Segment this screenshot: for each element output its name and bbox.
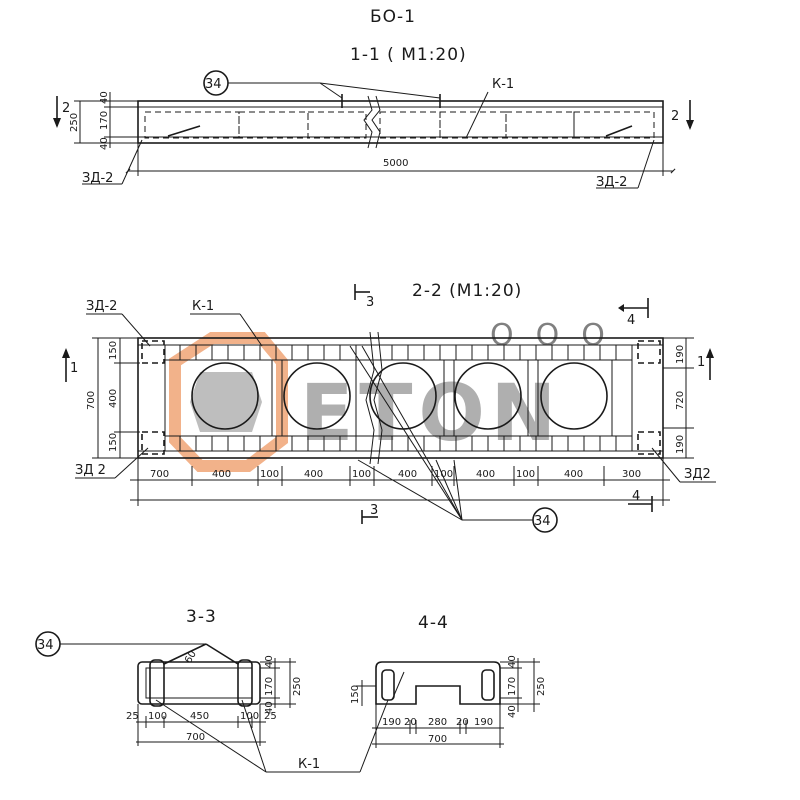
svg-text:1: 1 (70, 361, 78, 376)
svg-text:250: 250 (69, 113, 80, 132)
frame-label-k1: К-1 (492, 77, 514, 92)
section-3-3: 3-3 60 34 40 170 250 40 (35, 607, 303, 746)
callout-34: 34 (205, 77, 222, 92)
callout-34-2: 34 (534, 514, 551, 529)
frame-label-bottom-group: К-1 (155, 699, 389, 773)
svg-text:40: 40 (99, 137, 110, 150)
frame-label-k1-2: К-1 (192, 299, 214, 314)
svg-text:40: 40 (507, 655, 518, 668)
svg-text:25: 25 (126, 711, 139, 722)
dims-left-2: 700 150 400 150 (86, 337, 140, 459)
svg-text:40: 40 (264, 655, 275, 668)
frame-label-k1-bottom: К-1 (298, 757, 320, 772)
callout-34-3: 34 (37, 638, 54, 653)
cut-marker-4: 4 4 (618, 298, 653, 512)
section-marker-1-right: 1 (697, 348, 714, 380)
svg-text:2: 2 (62, 101, 70, 116)
section-4-profile (375, 661, 501, 705)
mesh-label-right: ЗД-2 (596, 175, 627, 190)
dims-bottom-2: 700 400 100 400 100 400 100 400 100 400 … (130, 458, 670, 506)
svg-text:170: 170 (99, 111, 110, 130)
svg-text:450: 450 (190, 711, 209, 722)
section-2-title: 2-2 (M1:20) (412, 281, 522, 301)
svg-text:150: 150 (108, 341, 119, 360)
svg-text:100: 100 (148, 711, 167, 722)
svg-text:400: 400 (564, 469, 583, 480)
svg-text:20: 20 (404, 717, 417, 728)
watermark-text: ETON (300, 369, 562, 459)
svg-text:100: 100 (516, 469, 535, 480)
svg-text:250: 250 (536, 677, 547, 696)
svg-text:2: 2 (671, 109, 679, 124)
section-3-title: 3-3 (186, 607, 217, 627)
svg-text:3: 3 (370, 503, 378, 518)
svg-text:700: 700 (86, 391, 97, 410)
svg-text:250: 250 (292, 677, 303, 696)
section-1-1: 1-1 ( M1:20) 34 К-1 (53, 45, 694, 190)
svg-text:700: 700 (428, 734, 447, 745)
svg-text:100: 100 (352, 469, 371, 480)
section-marker-2-left: 2 (53, 96, 70, 128)
svg-text:40: 40 (507, 705, 518, 718)
break-line (363, 95, 373, 149)
svg-text:280: 280 (428, 717, 447, 728)
section-4-4: 4-4 150 40 170 250 40 (350, 613, 547, 748)
reinforcement-cages (144, 111, 655, 139)
svg-text:150: 150 (350, 685, 361, 704)
svg-text:190: 190 (675, 345, 686, 364)
dims-vertical-1: 250 40 170 40 (69, 91, 138, 150)
mesh-label-top-left: ЗД-2 (86, 299, 117, 314)
svg-text:100: 100 (260, 469, 279, 480)
section-marker-1-left: 1 (62, 348, 78, 382)
beam-plan (137, 337, 664, 459)
svg-text:170: 170 (507, 677, 518, 696)
section-1-title: 1-1 ( M1:20) (350, 45, 467, 65)
svg-text:170: 170 (264, 677, 275, 696)
svg-text:400: 400 (398, 469, 417, 480)
svg-text:400: 400 (108, 389, 119, 408)
svg-text:190: 190 (474, 717, 493, 728)
svg-text:400: 400 (304, 469, 323, 480)
stirrups (179, 345, 617, 451)
svg-text:1: 1 (697, 355, 705, 370)
svg-text:3: 3 (366, 295, 374, 310)
svg-text:720: 720 (675, 391, 686, 410)
overall-length: 5000 (383, 158, 408, 169)
svg-text:400: 400 (212, 469, 231, 480)
mesh-label-left: ЗД-2 (82, 171, 113, 186)
dims-right-2: 190 720 190 (663, 337, 694, 459)
svg-text:40: 40 (99, 91, 110, 104)
mesh-label-bottom-left: ЗД 2 (75, 463, 106, 478)
svg-text:190: 190 (675, 435, 686, 454)
section-marker-2-right: 2 (671, 100, 694, 130)
svg-text:400: 400 (476, 469, 495, 480)
svg-text:4: 4 (627, 313, 635, 328)
drawing-title: БО-1 (370, 7, 416, 27)
svg-text:100: 100 (240, 711, 259, 722)
svg-text:100: 100 (434, 469, 453, 480)
svg-text:150: 150 (108, 433, 119, 452)
watermark-logo: ETON ООО (169, 318, 627, 472)
angle-label: 60 (183, 649, 199, 666)
mesh-label-right-2: ЗД2 (684, 467, 711, 482)
svg-text:190: 190 (382, 717, 401, 728)
section-4-title: 4-4 (418, 613, 449, 633)
svg-text:700: 700 (186, 732, 205, 743)
svg-text:4: 4 (632, 489, 640, 504)
svg-text:40: 40 (264, 701, 275, 714)
section-2-2: 2-2 (M1:20) (62, 281, 716, 533)
beam-elevation (137, 100, 664, 144)
svg-text:25: 25 (264, 711, 277, 722)
watermark-subtext: ООО (490, 318, 627, 353)
svg-text:20: 20 (456, 717, 469, 728)
svg-text:700: 700 (150, 469, 169, 480)
cut-marker-3: 3 3 (354, 284, 378, 524)
svg-text:300: 300 (622, 469, 641, 480)
